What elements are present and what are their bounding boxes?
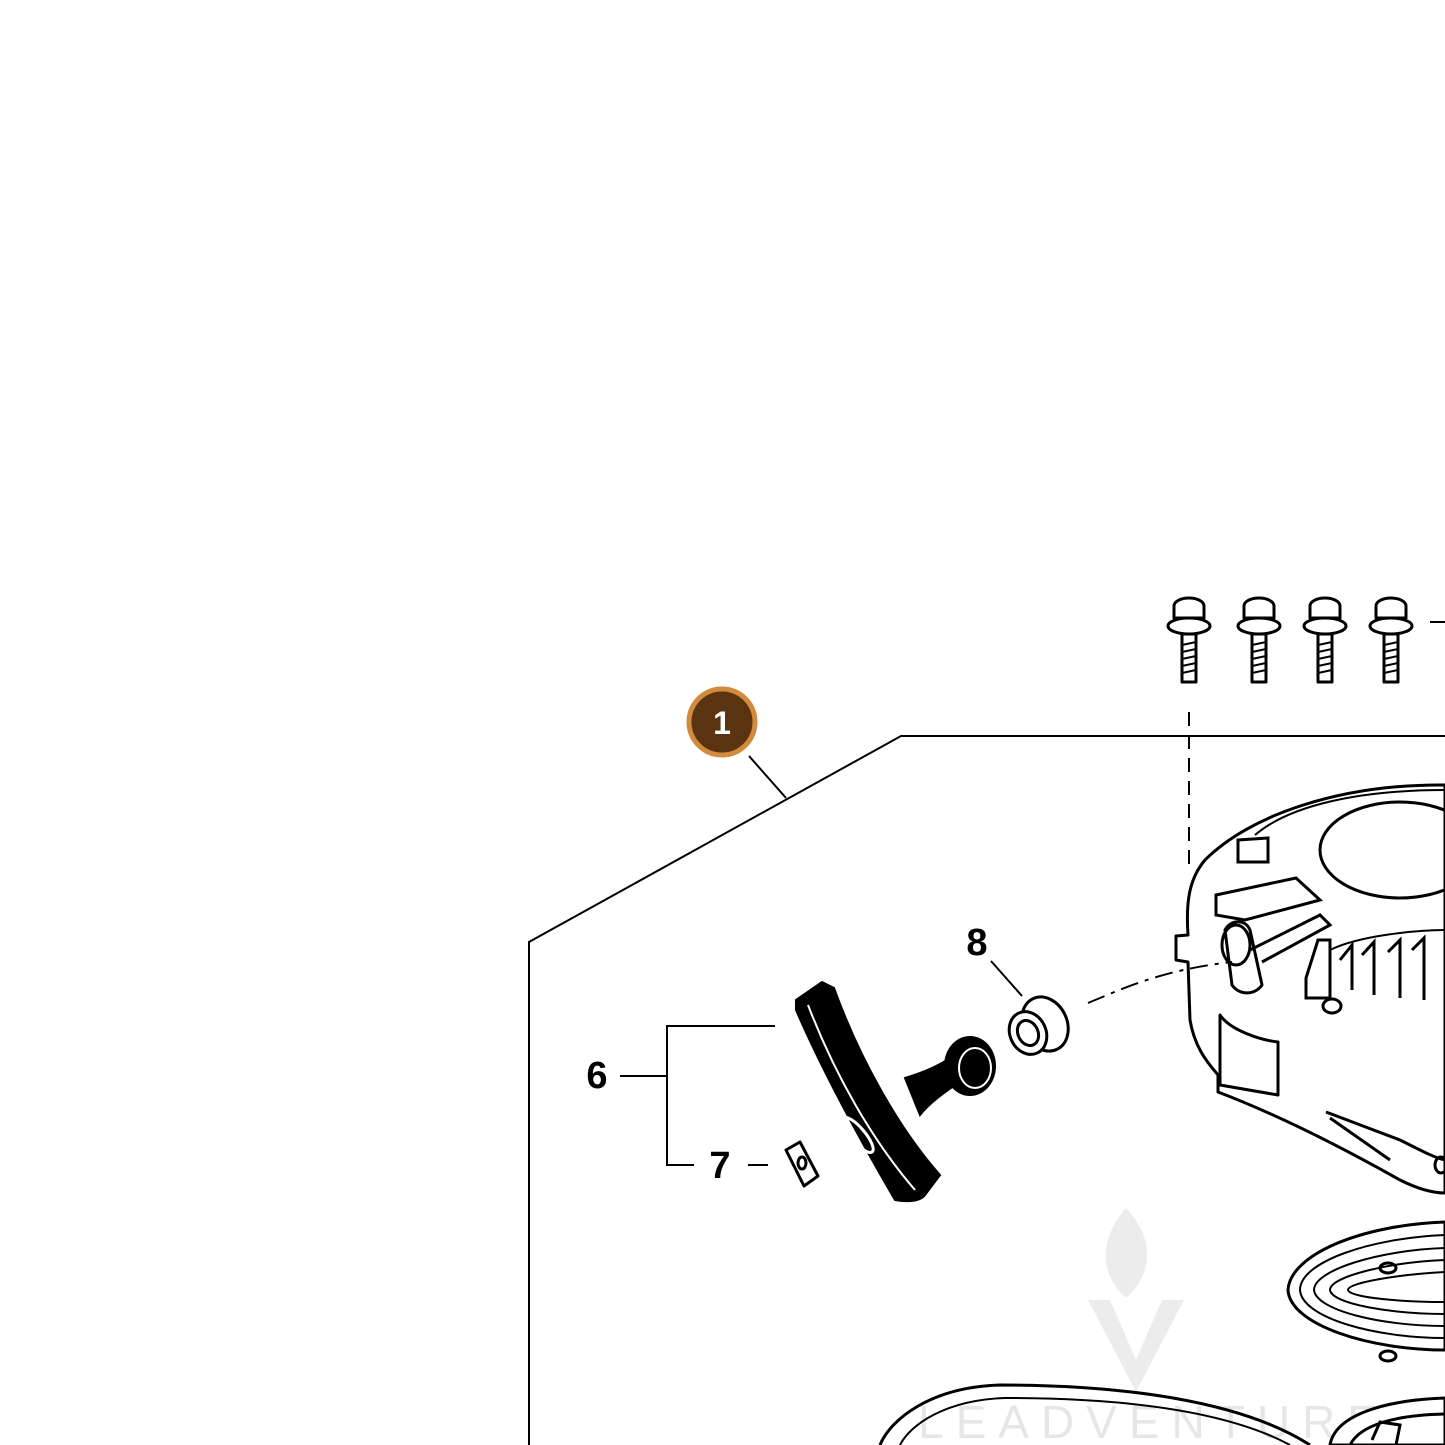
callout-6-label[interactable]: 6 <box>586 1055 607 1097</box>
gasket-outline-inner <box>899 1396 1291 1445</box>
watermark: LEADVENTURE <box>918 1208 1390 1445</box>
callout-7-label[interactable]: 7 <box>709 1145 730 1187</box>
starter-housing-icon[interactable] <box>1174 783 1445 1195</box>
rope-path-line <box>1087 961 1233 1004</box>
bracket-6 <box>620 1025 775 1166</box>
starter-handle-icon[interactable] <box>795 980 996 1203</box>
rope-guide-bushing-icon[interactable] <box>1002 989 1076 1060</box>
callout-8-label[interactable]: 8 <box>966 922 987 964</box>
badge-circle <box>686 686 758 758</box>
chevron-logo-icon <box>1088 1300 1184 1392</box>
flame-icon <box>1105 1208 1148 1298</box>
assembly-outline <box>528 735 1445 1445</box>
badge-label: 1 <box>713 705 731 741</box>
handle-insert-icon[interactable] <box>784 1140 820 1188</box>
leader-line-8 <box>990 960 1023 997</box>
recoil-spring-icon[interactable] <box>1286 1220 1445 1363</box>
screw-icon[interactable] <box>1166 596 1445 684</box>
callout-1-badge[interactable]: 1 <box>686 686 758 758</box>
gasket-outline <box>878 1383 1311 1445</box>
watermark-text: LEADVENTURE <box>918 1396 1390 1445</box>
leader-line-1 <box>748 755 787 799</box>
